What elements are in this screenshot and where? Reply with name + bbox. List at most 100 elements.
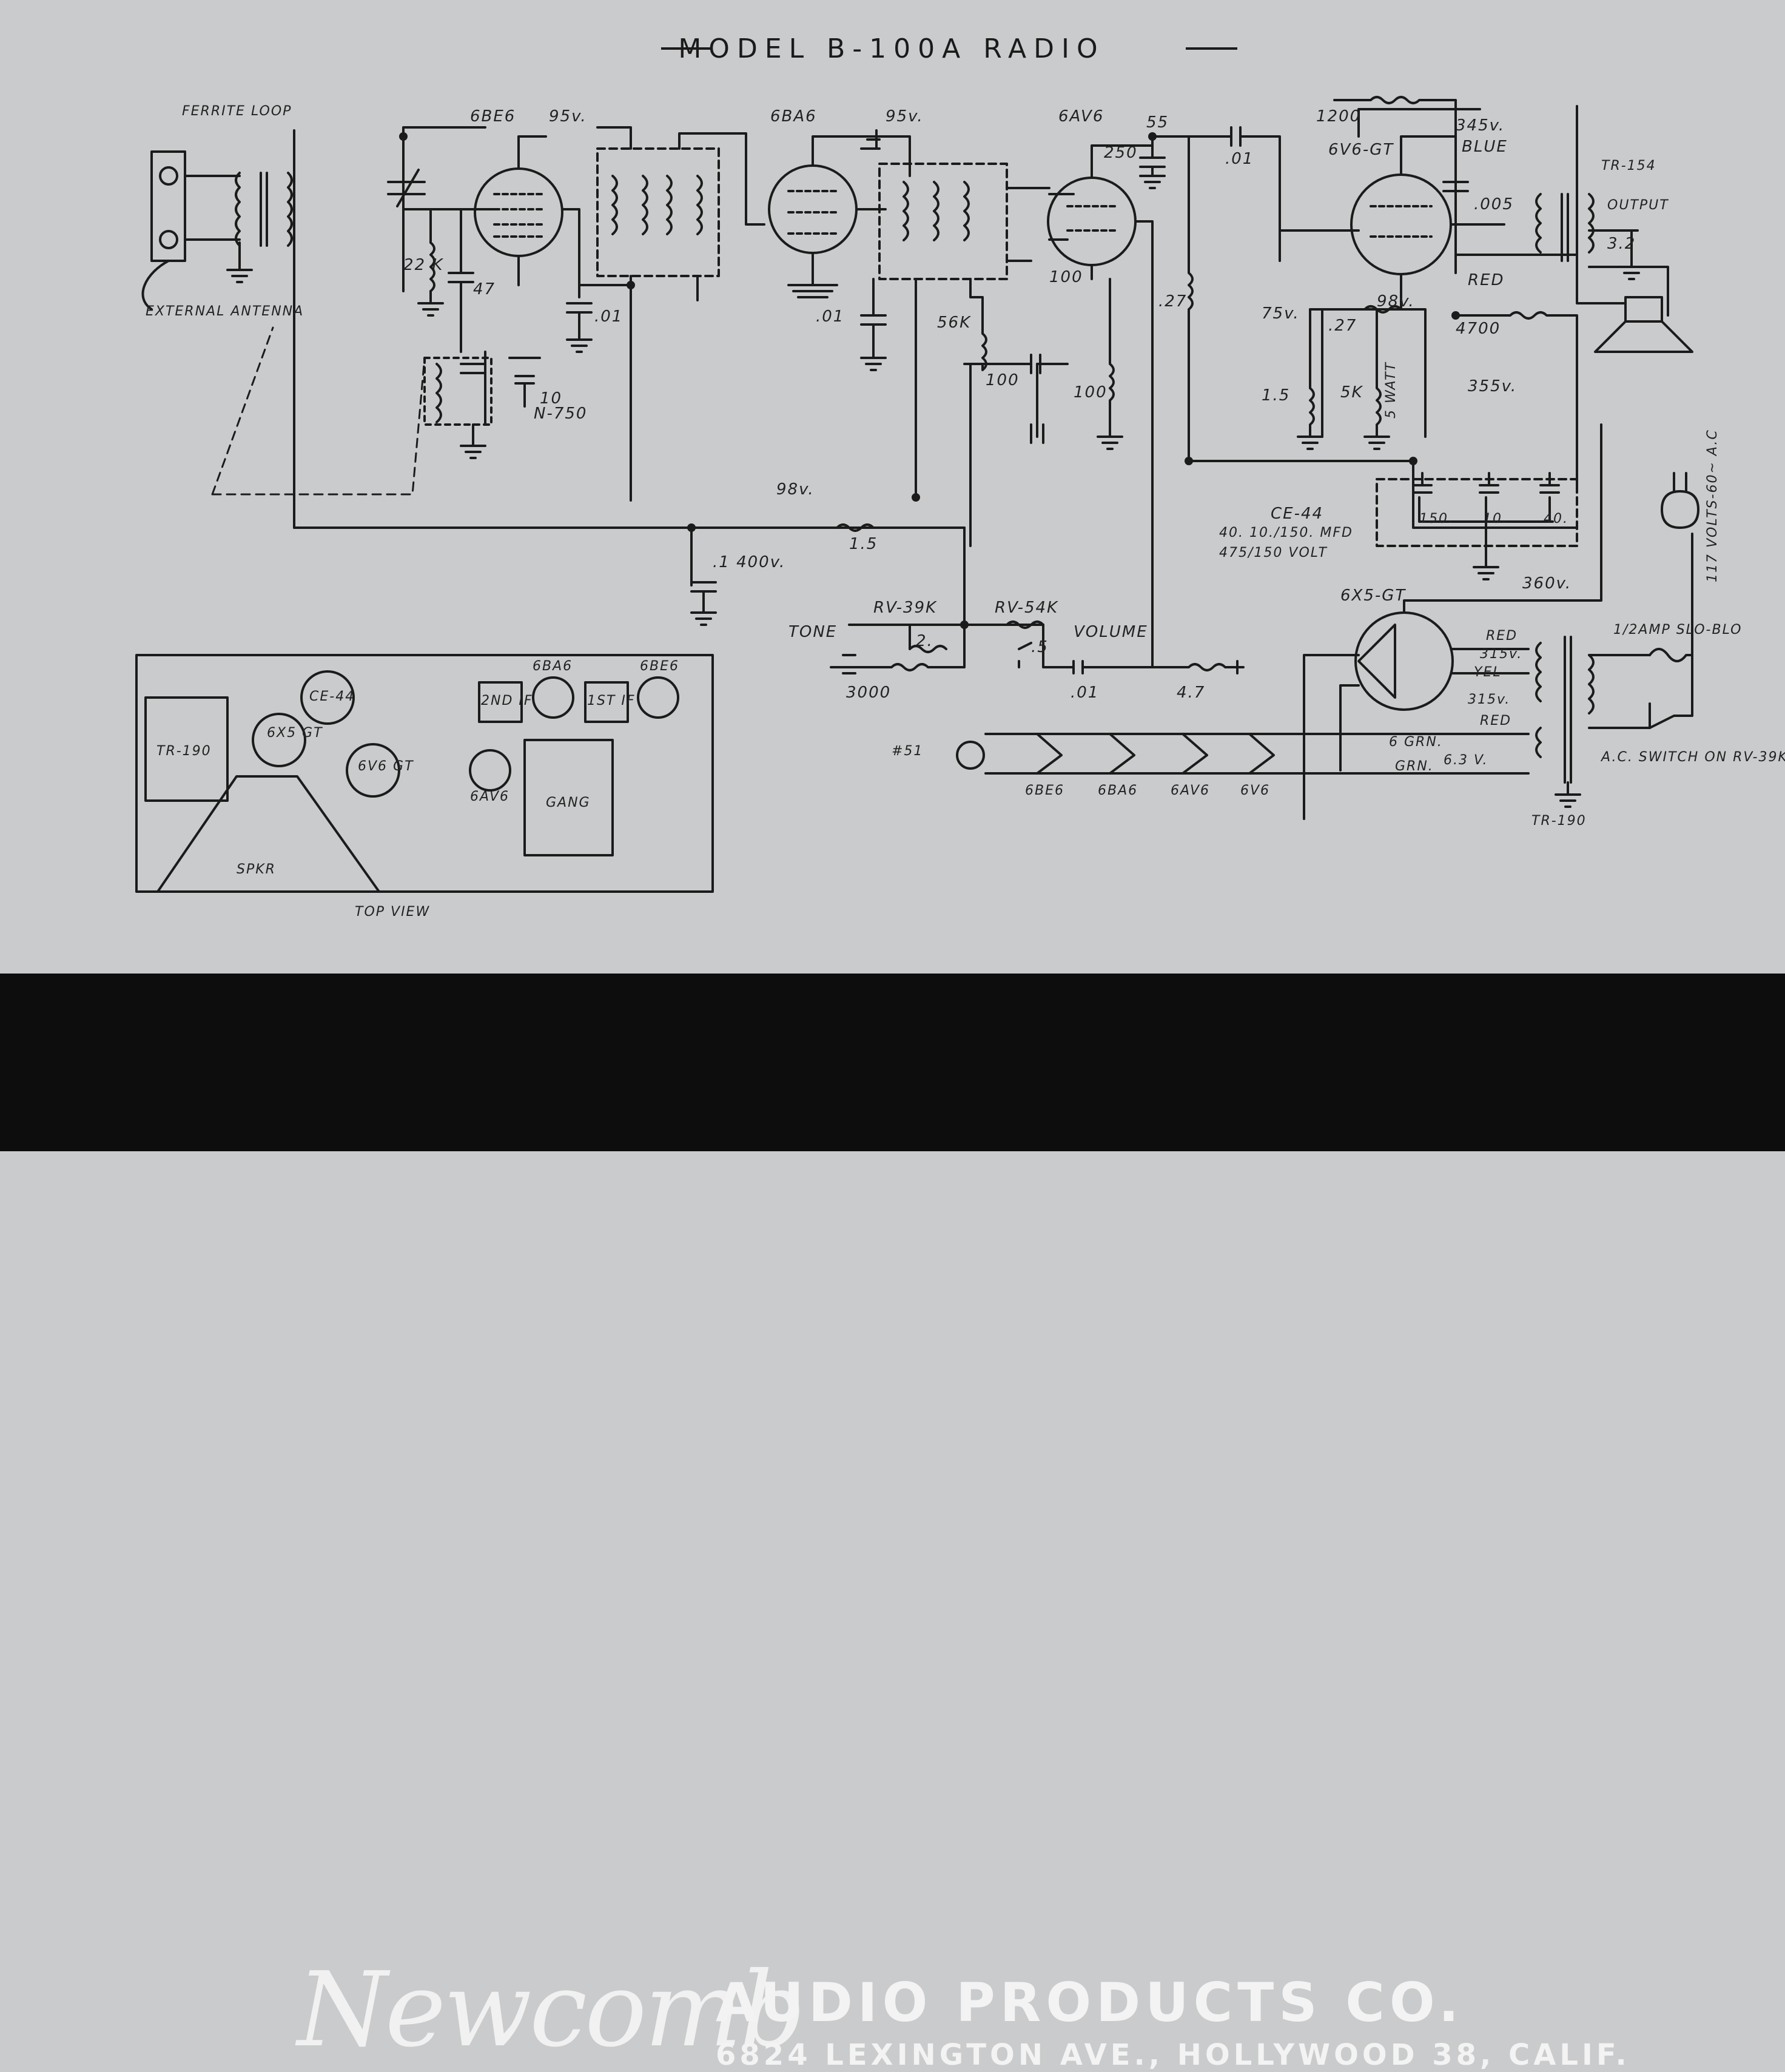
label-cap-40: 40. [1544, 511, 1568, 526]
layout-6be6: 6BE6 [640, 659, 679, 674]
layout-ce44: CE-44 [309, 689, 355, 704]
loop-secondary [287, 172, 293, 247]
label-rv54k: RV-54K [995, 599, 1058, 617]
layout-6x5: 6X5 GT [267, 725, 323, 741]
tuning-cap [387, 181, 426, 195]
company-name: AUDIO PRODUCTS CO. [716, 1971, 1464, 2034]
label-98v-a: 98v. [776, 480, 815, 499]
label-lamp-51: #51 [892, 744, 923, 759]
label-fuse: 1/2AMP SLO-BLO [1613, 622, 1743, 637]
res-22k [429, 241, 435, 292]
label-c01-d: .01 [1071, 684, 1099, 702]
label-6v6: 6V6-GT [1328, 141, 1394, 159]
schematic-title: MODEL B-100A RADIO [678, 33, 1104, 64]
label-4700: 4700 [1456, 320, 1501, 338]
label-6x5: 6X5-GT [1340, 587, 1406, 605]
schematic-sheet: MODEL B-100A RADIO FERRITE LOOP EXTERNAL… [135, 33, 1785, 920]
label-100-c: 100 [1074, 383, 1108, 402]
layout-2nd-if: 2ND IF [481, 693, 533, 708]
layout-tr190: TR-190 [156, 744, 212, 759]
company-footer: Newcomb AUDIO PRODUCTS CO. 6824 LEXINGTO… [0, 974, 1785, 2072]
label-pot-5: .5 [1031, 638, 1049, 656]
label-1200: 1200 [1316, 107, 1361, 126]
label-external-antenna: EXTERNAL ANTENNA [146, 304, 304, 319]
first-if-can [596, 147, 720, 277]
tube-6x5 [1354, 611, 1454, 711]
label-6ba6: 6BA6 [770, 107, 817, 126]
tube-6v6 [1350, 173, 1452, 275]
pilot-lamp-51 [956, 741, 985, 770]
output-transformer-primary [1535, 193, 1542, 254]
label-red-a: RED [1468, 271, 1505, 289]
layout-gang: GANG [546, 795, 591, 810]
label-c1-400v: .1 400v. [713, 553, 785, 571]
label-27-a: .27 [1158, 292, 1187, 311]
label-3000: 3000 [846, 684, 891, 702]
label-63v: 6.3 V. [1444, 753, 1488, 768]
label-tone: TONE [788, 623, 837, 641]
layout-1st-if: 1ST IF [587, 693, 636, 708]
top-view-layout [135, 654, 714, 893]
label-6be6: 6BE6 [470, 107, 516, 126]
label-blue: BLUE [1462, 138, 1508, 156]
label-27-b: .27 [1328, 317, 1357, 335]
loop-core [260, 172, 268, 247]
label-95v-b: 95v. [886, 107, 924, 126]
label-4-7: 4.7 [1177, 684, 1205, 702]
label-line-voltage: 117 VOLTS-60~ A.C [1705, 429, 1720, 582]
label-ce44-value: 40. 10./150. MFD [1219, 525, 1353, 540]
label-grn: GRN. [1395, 759, 1434, 774]
label-345v: 345v. [1456, 116, 1505, 135]
label-55: 55 [1146, 113, 1169, 132]
label-cap-10: 10. [1483, 511, 1508, 526]
loop-primary [235, 172, 241, 247]
label-n750: N-750 [534, 405, 587, 423]
label-250: 250 [1104, 144, 1138, 162]
label-360v: 360v. [1522, 574, 1572, 593]
resistor-ground-fills [399, 132, 1460, 629]
label-100-b: 100 [986, 371, 1020, 389]
label-75v: 75v. [1262, 304, 1300, 323]
label-95v-a: 95v. [549, 107, 587, 126]
layout-6ba6: 6BA6 [533, 659, 573, 674]
label-5k: 5K [1340, 383, 1363, 402]
label-315v-b: 315v. [1468, 692, 1510, 707]
second-if-can [878, 163, 1008, 280]
label-cap-150: 150. [1419, 511, 1454, 526]
cap-47 [448, 208, 474, 353]
company-address: 6824 LEXINGTON AVE., HOLLYWOOD 38, CALIF… [716, 2038, 1630, 2072]
label-6grn: 6 GRN. [1389, 735, 1443, 750]
label-fil-6v6: 6V6 [1240, 783, 1270, 798]
filter-capacitor-can [1376, 478, 1578, 547]
schematic-diagram: MODEL B-100A RADIO FERRITE LOOP EXTERNAL… [135, 33, 1785, 920]
label-fil-6be6: 6BE6 [1025, 783, 1064, 798]
tube-6be6 [474, 167, 563, 257]
label-red-c: RED [1480, 713, 1511, 728]
layout-6v6: 6V6 GT [358, 759, 414, 774]
speaker [1576, 105, 1693, 353]
label-98v-b: 98v. [1377, 292, 1415, 311]
label-5-watt: 5 WATT [1383, 362, 1399, 419]
label-315v-a: 315v. [1480, 647, 1522, 662]
b-plus-rail [293, 129, 966, 529]
label-22k: 22 K [403, 256, 443, 274]
label-c01-c: .01 [816, 308, 844, 326]
label-56k: 56K [937, 314, 971, 332]
layout-spkr: SPKR [237, 862, 276, 877]
label-c01-a: .01 [1225, 150, 1254, 168]
label-red-b: RED [1486, 628, 1518, 644]
label-3-2: 3.2 [1607, 235, 1636, 253]
label-volume: VOLUME [1074, 623, 1148, 641]
label-tr154: TR-154 [1601, 158, 1656, 173]
label-6av6: 6AV6 [1058, 107, 1104, 126]
label-switch: A.C. SWITCH ON RV-39K [1600, 750, 1785, 765]
label-1-5-a: 1.5 [849, 535, 878, 553]
label-pot-2: 2. [916, 632, 933, 650]
label-ce44-voltage: 475/150 VOLT [1219, 545, 1328, 560]
layout-6av6: 6AV6 [470, 789, 509, 804]
label-tr190-b: TR-190 [1531, 813, 1587, 829]
tube-6ba6 [768, 164, 858, 254]
label-ferrite-loop: FERRITE LOOP [182, 104, 292, 119]
label-c01-b: .01 [594, 308, 623, 326]
label-ce44: CE-44 [1271, 505, 1323, 523]
